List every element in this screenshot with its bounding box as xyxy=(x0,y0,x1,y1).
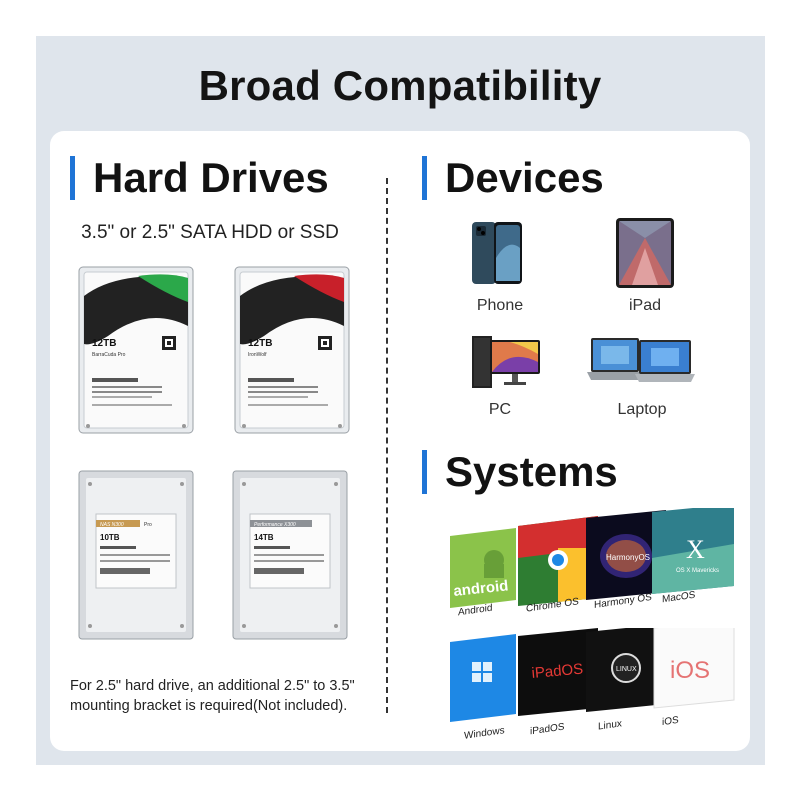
hard-drive-toshiba-x300: Performance X300 14TB xyxy=(232,470,348,640)
ios-tile xyxy=(653,628,735,709)
page-title: Broad Compatibility xyxy=(198,62,602,109)
harmony-logo-text: HarmonyOS xyxy=(606,553,650,562)
devices-heading: Devices xyxy=(422,154,604,202)
drive-3-model: NAS N300 xyxy=(100,522,124,528)
android-logo-text: android xyxy=(453,577,509,600)
macos-x-icon: X xyxy=(686,535,705,564)
section-divider xyxy=(386,178,388,713)
macos-logo-text: OS X Mavericks xyxy=(676,568,719,574)
accent-bar xyxy=(70,156,75,200)
systems-heading: Systems xyxy=(422,448,618,496)
hard-drives-title: Hard Drives xyxy=(93,154,329,201)
ios-logo-text: iOS xyxy=(670,657,710,684)
linux-icon xyxy=(611,653,641,683)
accent-bar xyxy=(422,450,427,494)
drive-1-model: BarraCuda Pro xyxy=(92,352,126,358)
accent-bar xyxy=(422,156,427,200)
android-tile xyxy=(450,528,516,608)
drive-1-capacity: 12TB xyxy=(92,338,116,349)
hard-drive-toshiba-n300: NAS N300 Pro 10TB xyxy=(78,470,194,640)
os-label-ios: iOS xyxy=(662,714,679,729)
hard-drive-seagate-red: 12TB IronWolf xyxy=(234,266,350,434)
desktop-pc-icon xyxy=(472,336,540,388)
bracket-note: For 2.5" hard drive, an additional 2.5" … xyxy=(70,678,355,714)
drive-4-model: Performance X300 xyxy=(254,522,296,528)
drive-2-capacity: 12TB xyxy=(248,338,272,349)
device-pc-label: PC xyxy=(488,401,512,418)
device-phone: Phone xyxy=(435,218,565,315)
drive-2-model: IronWolf xyxy=(248,352,267,358)
ipados-logo-text: iPadOS xyxy=(531,661,584,682)
phone-icon xyxy=(472,222,522,284)
linux-logo-text: LINUX xyxy=(616,666,637,673)
hard-drives-heading: Hard Drives xyxy=(70,154,329,202)
device-laptop: Laptop xyxy=(577,332,707,419)
device-laptop-label: Laptop xyxy=(617,401,667,418)
hard-drive-seagate-green: 12TB BarraCuda Pro xyxy=(78,266,194,434)
hard-drives-subtitle: 3.5" or 2.5" SATA HDD or SSD xyxy=(81,222,339,243)
drive-3-tag: Pro xyxy=(144,522,152,528)
windows-logo-icon xyxy=(472,662,481,671)
laptop-icon xyxy=(587,338,695,382)
device-phone-label: Phone xyxy=(476,297,524,314)
os-row-1: android HarmonyOS X OS X Mavericks xyxy=(450,508,734,608)
ipados-tile xyxy=(518,628,598,716)
device-pc: PC xyxy=(435,332,565,419)
tablet-icon xyxy=(616,218,674,288)
device-ipad-label: iPad xyxy=(628,297,662,314)
os-row-2: iPadOS LINUX iOS xyxy=(450,628,735,722)
device-ipad: iPad xyxy=(580,218,710,315)
devices-title: Devices xyxy=(445,154,604,201)
drive-3-capacity: 10TB xyxy=(100,533,120,542)
drive-4-capacity: 14TB xyxy=(254,533,274,542)
systems-title: Systems xyxy=(445,448,618,495)
